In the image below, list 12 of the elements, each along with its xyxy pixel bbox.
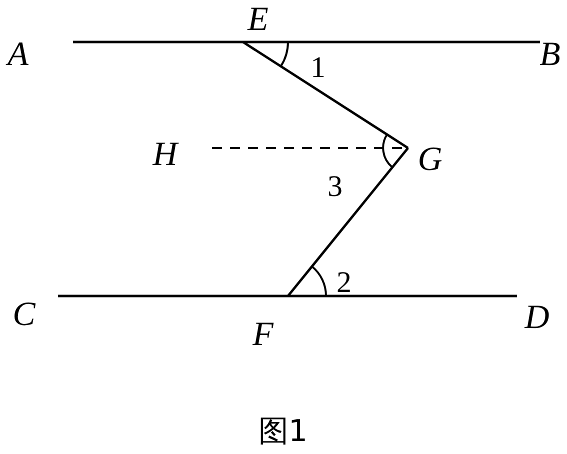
angle-label: 3 — [328, 172, 342, 202]
point-label: G — [418, 143, 442, 177]
point-label: F — [252, 318, 274, 352]
point-label: H — [152, 138, 178, 172]
point-label: A — [8, 38, 28, 72]
point-label: E — [248, 3, 268, 37]
angle-label: 2 — [336, 268, 352, 298]
point-label: B — [540, 38, 560, 72]
figure-caption: 图1 — [258, 417, 308, 447]
point-label: C — [12, 298, 36, 332]
angle-label: 1 — [310, 53, 326, 83]
point-label: D — [524, 301, 550, 335]
